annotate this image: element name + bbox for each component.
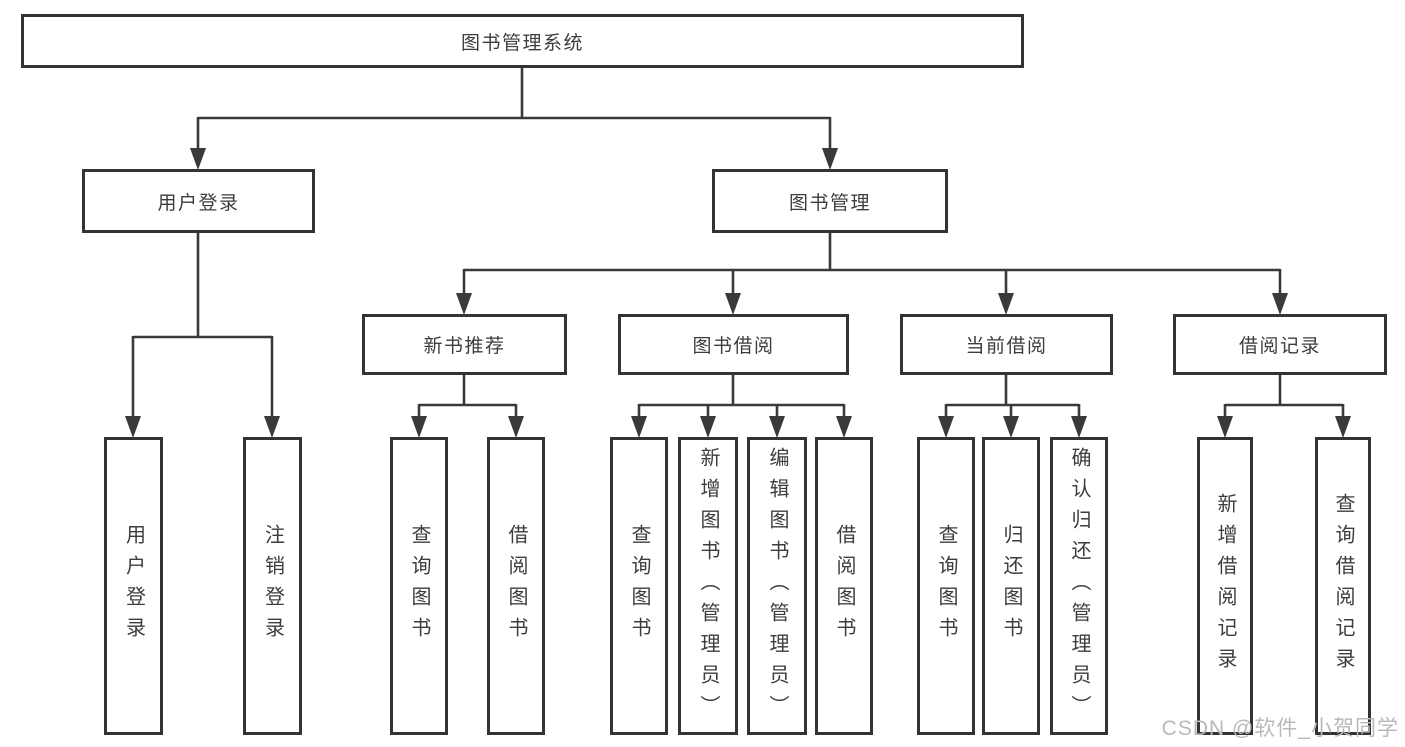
arrowhead [998,293,1014,315]
arrowhead [190,148,206,170]
node-label: 当前借阅 [965,336,1048,357]
leaf-current-return-book: 归还图书 [982,437,1040,735]
leaf-records-add-record: 新增借阅记录 [1197,437,1253,735]
branch-new-book-recommend [411,371,524,438]
node-current-borrow: 当前借阅 [900,314,1113,375]
node-label: 查询图书 [408,524,430,648]
node-label: 查询图书 [935,524,957,648]
node-label: 图书管理 [788,192,871,214]
arrowhead [1272,293,1288,315]
node-label: 确认归还（管理员） [1068,446,1090,726]
node-label: 用户登录 [122,524,145,648]
arrowhead [1335,416,1351,438]
node-book-borrow: 图书借阅 [618,314,849,375]
leaf-current-query-book: 查询图书 [917,437,975,735]
csdn-watermark: CSDN @软件_小贺同学 [1161,717,1399,740]
branch-book-borrow [631,371,852,438]
leaf-borrow-add-book-admin: 新增图书（管理员） [678,437,738,735]
arrowhead [125,416,141,438]
branch-root [190,60,838,170]
node-label: 查询图书 [628,524,650,648]
node-label: 图书管理系统 [460,32,584,54]
arrowhead [725,293,741,315]
arrowhead [1003,416,1019,438]
node-label: 编辑图书（管理员） [766,446,788,726]
leaf-user-login: 用户登录 [104,437,163,735]
arrowhead [411,416,427,438]
node-user-login: 用户登录 [82,169,315,233]
arrowhead [938,416,954,438]
node-borrow-records: 借阅记录 [1173,314,1387,375]
node-label: 图书借阅 [692,336,775,357]
node-label: 归还图书 [1000,524,1022,648]
arrowhead [822,148,838,170]
node-label: 新增借阅记录 [1214,493,1236,679]
leaf-current-confirm-return-admin: 确认归还（管理员） [1050,437,1108,735]
branch-current-borrow [938,371,1087,438]
node-label: 新增图书（管理员） [697,446,719,726]
arrowhead [769,416,785,438]
leaf-borrow-query-book: 查询图书 [610,437,668,735]
arrowhead [1071,416,1087,438]
leaf-logout-login: 注销登录 [243,437,302,735]
branch-book-management [456,229,1288,315]
node-label: 新书推荐 [423,336,506,357]
node-label: 借阅记录 [1238,336,1321,357]
leaf-recommend-borrow-book: 借阅图书 [487,437,545,735]
arrowhead [836,416,852,438]
node-label: 注销登录 [261,524,284,648]
arrowhead [631,416,647,438]
leaf-borrow-edit-book-admin: 编辑图书（管理员） [747,437,807,735]
node-library-system: 图书管理系统 [21,14,1024,68]
node-label: 借阅图书 [505,524,527,648]
node-label: 借阅图书 [833,524,855,648]
arrowhead [700,416,716,438]
arrowhead [456,293,472,315]
leaf-borrow-borrow-book: 借阅图书 [815,437,873,735]
node-label: 查询借阅记录 [1332,493,1354,679]
branch-user-login [125,228,280,438]
node-new-book-recommend: 新书推荐 [362,314,567,375]
arrowhead [1217,416,1233,438]
branch-borrow-records [1217,371,1351,438]
arrowhead [264,416,280,438]
node-book-management: 图书管理 [712,169,948,233]
node-label: 用户登录 [157,192,240,214]
leaf-recommend-query-book: 查询图书 [390,437,448,735]
arrowhead [508,416,524,438]
leaf-records-query-record: 查询借阅记录 [1315,437,1371,735]
